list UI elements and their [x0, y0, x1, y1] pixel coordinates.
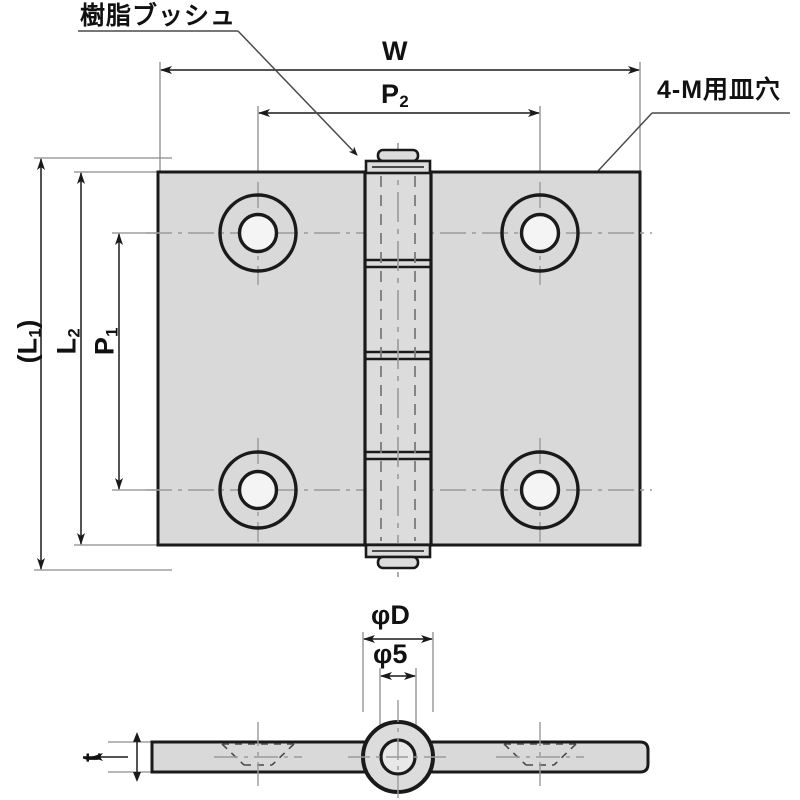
countersunk-hole-bottom-left — [218, 450, 298, 530]
center-lines-section-pin — [348, 700, 448, 800]
label-dimension-pin-outer-diameter: φD — [371, 600, 410, 630]
label-dimension-overall-length: (L1) — [12, 310, 45, 374]
countersunk-hole-top-left — [218, 193, 298, 273]
label-overall-length-paren-open: ( — [12, 354, 43, 364]
label-pitch-horizontal-subscript: 2 — [399, 92, 409, 112]
label-leaf-length-subscript: 2 — [64, 328, 84, 338]
label-pitch-vertical-subscript: 1 — [102, 327, 122, 337]
label-dimension-width: W — [382, 36, 408, 66]
label-overall-length-paren-close: ) — [12, 319, 43, 329]
label-dimension-pitch-vertical: P1 — [89, 316, 122, 368]
section-right-leaf — [394, 740, 650, 774]
label-pitch-vertical-letter: P — [89, 337, 120, 356]
label-dimension-leaf-length: L2 — [51, 316, 84, 368]
dimension-extension-lines-pin-outer — [362, 632, 434, 712]
label-overall-length-subscript: 1 — [25, 328, 45, 338]
hidden-lines-pin — [380, 176, 416, 541]
countersunk-hole-bottom-right — [500, 450, 580, 530]
dimension-extension-lines-width — [159, 62, 641, 186]
dimension-extension-lines-overall-length — [34, 157, 172, 571]
dimension-line-thickness — [91, 732, 141, 782]
label-leaf-length-letter: L — [51, 337, 82, 355]
center-lines-section-holes — [214, 722, 584, 792]
label-dimension-thickness: t — [76, 753, 107, 762]
label-countersunk-hole: 4-M用皿穴 — [657, 76, 782, 104]
label-pitch-horizontal-letter: P — [381, 79, 400, 109]
label-dimension-pin-inner-diameter: φ5 — [373, 639, 408, 669]
leader-line-resin-bush — [78, 30, 358, 156]
countersunk-hole-top-right — [500, 193, 580, 273]
label-overall-length-letter: L — [12, 337, 43, 355]
resin-bush-bottom — [364, 543, 432, 570]
label-resin-bush: 樹脂ブッシュ — [80, 2, 237, 30]
resin-bush-top — [364, 148, 432, 175]
label-dimension-pitch-horizontal: P2 — [381, 79, 409, 112]
